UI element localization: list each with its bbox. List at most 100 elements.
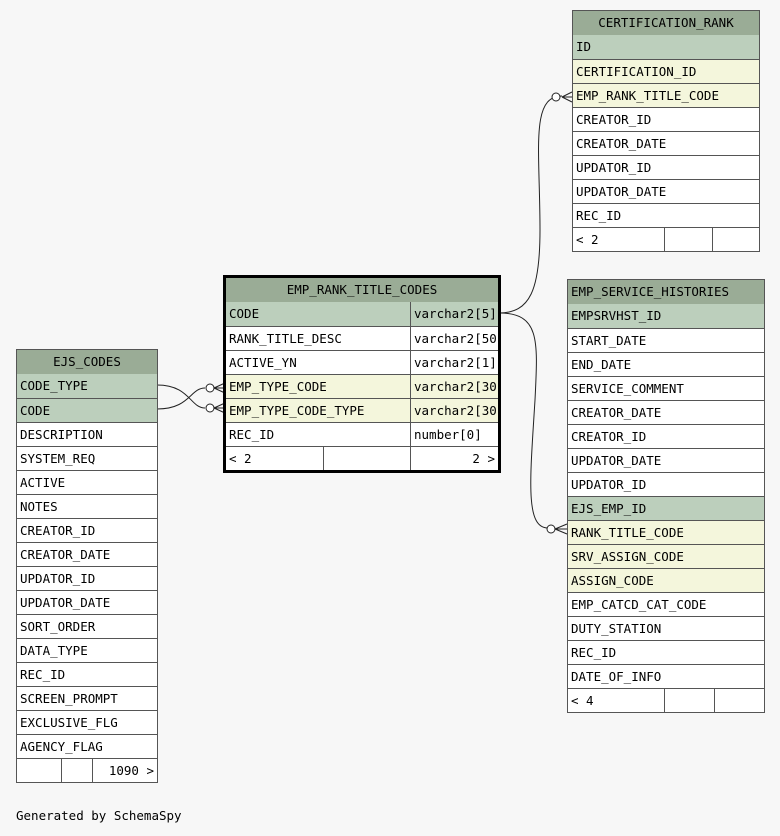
table-row[interactable]: EJS_EMP_ID bbox=[568, 496, 764, 520]
column-name: DATA_TYPE bbox=[20, 643, 88, 658]
link-ejs-optional-marker-1 bbox=[205, 383, 215, 393]
table-row[interactable]: DUTY_STATION bbox=[568, 616, 764, 640]
table-row[interactable]: EXCLUSIVE_FLG bbox=[17, 710, 157, 734]
column-type: varchar2[50] bbox=[410, 327, 498, 350]
table-row[interactable]: CODE bbox=[17, 398, 157, 422]
table-row[interactable]: UPDATOR_DATE bbox=[568, 448, 764, 472]
column-name: UPDATOR_ID bbox=[571, 477, 647, 492]
table-row[interactable]: EMP_RANK_TITLE_CODE bbox=[573, 83, 759, 107]
table-row[interactable]: UPDATOR_DATE bbox=[17, 590, 157, 614]
parent-count: < 2 bbox=[229, 451, 252, 466]
column-name: RANK_TITLE_DESC bbox=[229, 331, 342, 346]
column-name: EMP_RANK_TITLE_CODE bbox=[576, 88, 719, 103]
table-row[interactable]: EMPSRVHST_ID bbox=[568, 304, 764, 328]
column-name: REC_ID bbox=[229, 427, 275, 442]
child-count: 2 > bbox=[410, 447, 498, 470]
table-row[interactable]: CREATOR_DATE bbox=[568, 400, 764, 424]
footer-left bbox=[17, 759, 61, 782]
column-name: ID bbox=[576, 39, 592, 54]
table-row[interactable]: NOTES bbox=[17, 494, 157, 518]
table-row[interactable]: UPDATOR_ID bbox=[573, 155, 759, 179]
table-header[interactable]: EMP_RANK_TITLE_CODES bbox=[226, 278, 498, 302]
column-name: START_DATE bbox=[571, 333, 647, 348]
table-row[interactable]: SORT_ORDER bbox=[17, 614, 157, 638]
column-name: REC_ID bbox=[20, 667, 66, 682]
column-name: SCREEN_PROMPT bbox=[20, 691, 118, 706]
table-row[interactable]: UPDATOR_DATE bbox=[573, 179, 759, 203]
table-row[interactable]: CREATOR_ID bbox=[573, 107, 759, 131]
table-row[interactable]: UPDATOR_ID bbox=[17, 566, 157, 590]
table-row[interactable]: CERTIFICATION_ID bbox=[573, 59, 759, 83]
column-name: CREATOR_DATE bbox=[20, 547, 111, 562]
table-row[interactable]: REC_ID bbox=[568, 640, 764, 664]
table-row[interactable]: CREATOR_ID bbox=[17, 518, 157, 542]
table-row[interactable]: DATA_TYPE bbox=[17, 638, 157, 662]
column-name: CERTIFICATION_ID bbox=[576, 64, 697, 79]
link-ejs-code bbox=[156, 387, 206, 410]
generated-by-label: Generated by SchemaSpy bbox=[16, 808, 182, 823]
column-name: RANK_TITLE_CODE bbox=[571, 525, 684, 540]
column-name: SERVICE_COMMENT bbox=[571, 381, 684, 396]
column-name: CREATOR_DATE bbox=[576, 136, 667, 151]
link-srv-hist-crowfoot bbox=[554, 523, 568, 535]
column-name: EJS_EMP_ID bbox=[571, 501, 647, 516]
table-row[interactable]: AGENCY_FLAG bbox=[17, 734, 157, 758]
table-row[interactable]: START_DATE bbox=[568, 328, 764, 352]
table-row[interactable]: SCREEN_PROMPT bbox=[17, 686, 157, 710]
table-row[interactable]: SRV_ASSIGN_CODE bbox=[568, 544, 764, 568]
table-header[interactable]: EMP_SERVICE_HISTORIES bbox=[568, 280, 764, 304]
certification-rank-table[interactable]: CERTIFICATION_RANK ID CERTIFICATION_ID EMP… bbox=[572, 10, 760, 252]
column-name: ASSIGN_CODE bbox=[571, 573, 654, 588]
table-row[interactable]: CODE_TYPE bbox=[17, 374, 157, 398]
emp-service-histories-table[interactable]: EMP_SERVICE_HISTORIES EMPSRVHST_ID START_… bbox=[567, 279, 765, 713]
table-row[interactable]: REC_ID bbox=[573, 203, 759, 227]
table-row[interactable]: CREATOR_ID bbox=[568, 424, 764, 448]
column-name: CREATOR_ID bbox=[571, 429, 647, 444]
table-name: EJS_CODES bbox=[53, 354, 121, 369]
column-list: CODE_TYPE CODE DESCRIPTION SYSTEM_REQ ACTIVE… bbox=[17, 374, 157, 758]
footer-middle bbox=[664, 228, 712, 251]
column-name: DESCRIPTION bbox=[20, 427, 103, 442]
table-row[interactable]: ID bbox=[573, 35, 759, 59]
table-row[interactable]: REC_ID bbox=[17, 662, 157, 686]
column-name: UPDATOR_DATE bbox=[576, 184, 667, 199]
column-name: CODE bbox=[20, 403, 51, 418]
table-row[interactable]: DATE_OF_INFO bbox=[568, 664, 764, 688]
table-row[interactable]: SERVICE_COMMENT bbox=[568, 376, 764, 400]
table-row[interactable]: SYSTEM_REQ bbox=[17, 446, 157, 470]
table-row[interactable]: RANK_TITLE_DESC varchar2[50] bbox=[226, 326, 498, 350]
table-row[interactable]: ASSIGN_CODE bbox=[568, 568, 764, 592]
table-header[interactable]: CERTIFICATION_RANK bbox=[573, 11, 759, 35]
table-header[interactable]: EJS_CODES bbox=[17, 350, 157, 374]
column-type: varchar2[1] bbox=[410, 351, 498, 374]
footer-right bbox=[714, 689, 764, 712]
table-row[interactable]: CREATOR_DATE bbox=[17, 542, 157, 566]
ejs-codes-table[interactable]: EJS_CODES CODE_TYPE CODE DESCRIPTION SYSTEM… bbox=[16, 349, 158, 783]
column-name: EXCLUSIVE_FLG bbox=[20, 715, 118, 730]
table-row[interactable]: ACTIVE bbox=[17, 470, 157, 494]
column-name: SYSTEM_REQ bbox=[20, 451, 96, 466]
table-row[interactable]: RANK_TITLE_CODE bbox=[568, 520, 764, 544]
column-name: DATE_OF_INFO bbox=[571, 669, 662, 684]
table-row[interactable]: CREATOR_DATE bbox=[573, 131, 759, 155]
link-ejs-optional-marker-2 bbox=[205, 403, 215, 413]
footer-middle bbox=[323, 447, 410, 470]
column-name: UPDATOR_ID bbox=[576, 160, 652, 175]
link-srv-hist-optional-marker bbox=[546, 524, 556, 534]
table-row[interactable]: END_DATE bbox=[568, 352, 764, 376]
column-type: varchar2[30] bbox=[410, 399, 498, 422]
column-name: UPDATOR_DATE bbox=[20, 595, 111, 610]
column-name: UPDATOR_ID bbox=[20, 571, 96, 586]
table-row[interactable]: EMP_CATCD_CAT_CODE bbox=[568, 592, 764, 616]
footer-middle bbox=[61, 759, 92, 782]
column-name: SRV_ASSIGN_CODE bbox=[571, 549, 684, 564]
table-row[interactable]: DESCRIPTION bbox=[17, 422, 157, 446]
table-row[interactable]: UPDATOR_ID bbox=[568, 472, 764, 496]
child-count: 1090 > bbox=[92, 759, 157, 782]
